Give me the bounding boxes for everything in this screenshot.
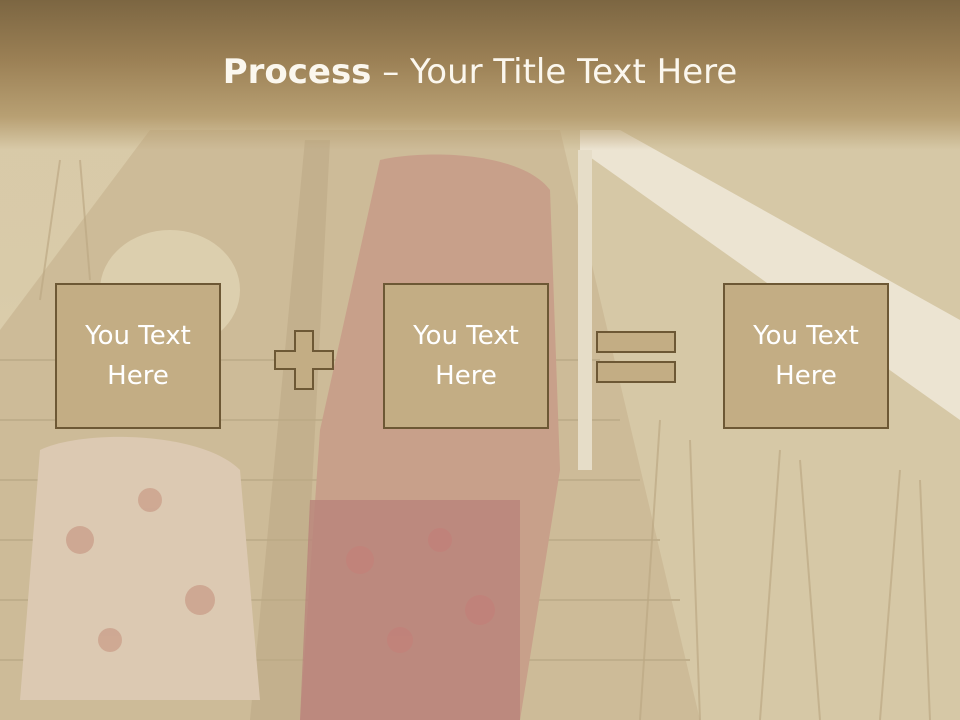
process-box-3[interactable]: You Text Here (723, 283, 889, 429)
process-box-2[interactable]: You Text Here (383, 283, 549, 429)
title-bold: Process (222, 52, 372, 92)
process-box-2-text: You Text Here (413, 321, 519, 391)
title-rest: – Your Title Text Here (371, 52, 738, 92)
process-box-1-text: You Text Here (85, 321, 191, 391)
page-title: Process – Your Title Text Here (0, 52, 960, 92)
process-box-1[interactable]: You Text Here (55, 283, 221, 429)
process-box-3-text: You Text Here (753, 321, 859, 391)
header-band (0, 0, 960, 150)
equals-icon (596, 331, 676, 383)
plus-icon (274, 330, 334, 390)
